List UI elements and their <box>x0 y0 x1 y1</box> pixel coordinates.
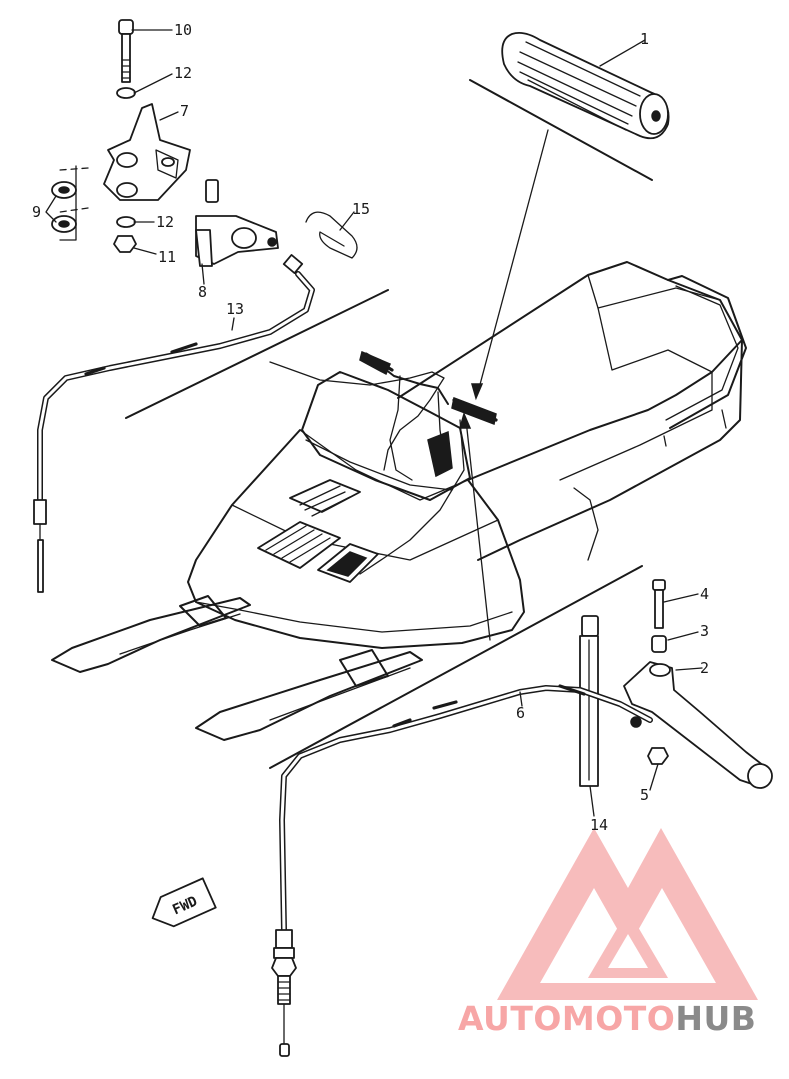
watermark-logo-icon <box>497 828 758 1000</box>
part-bolt-10 <box>118 19 134 83</box>
lever-pointer-line <box>465 419 491 641</box>
hood-vent-left-slats <box>265 525 331 563</box>
lever-pointer-arrow <box>459 411 472 429</box>
left-ski-leg <box>179 595 227 627</box>
right-ski-leg <box>339 649 389 687</box>
callout-10: 10 <box>174 21 192 39</box>
rear-rail-bolt <box>663 409 727 447</box>
part-strap-14 <box>579 615 599 787</box>
callout-14: 14 <box>590 816 608 834</box>
bracket-guide-9 <box>59 165 77 241</box>
part-bracket-7 <box>103 103 191 201</box>
part-collar-3 <box>651 635 667 653</box>
grab-rail-inner <box>665 285 739 421</box>
leader-lines <box>45 29 703 817</box>
callout-8: 8 <box>198 283 207 301</box>
callout-3: 3 <box>700 622 709 640</box>
callout-5: 5 <box>640 786 649 804</box>
callout-13: 13 <box>226 300 244 318</box>
grip-left-body <box>359 350 391 376</box>
bracket-dashed-guide <box>59 167 89 213</box>
right-ski <box>195 651 423 741</box>
hood-cable <box>359 419 465 575</box>
fwd-direction-badge: FWD <box>151 877 217 928</box>
seat-side <box>597 307 713 373</box>
part-lever-2 <box>623 661 773 789</box>
rail-cable <box>573 487 599 561</box>
grip-body <box>501 31 670 140</box>
hood-vent-left <box>257 521 341 569</box>
callout-12-top: 12 <box>174 64 192 82</box>
callout-15: 15 <box>352 200 370 218</box>
part-washer-12-top <box>116 87 136 99</box>
snowmobile <box>51 261 747 741</box>
part-grip <box>501 31 670 140</box>
part-grommets-9 <box>51 181 77 233</box>
dash-panel <box>289 479 361 513</box>
hood-lower-band <box>195 601 513 633</box>
callout-4: 4 <box>700 585 709 603</box>
steering-pad-icon <box>427 430 453 478</box>
seat-ridge <box>587 274 721 309</box>
grip-pointer-arrow <box>471 383 484 401</box>
hood-vent-right-fill <box>326 551 368 577</box>
callout-11: 11 <box>158 248 176 266</box>
watermark-text: AUTOMOTOHUB <box>458 999 756 1038</box>
watermark-text-hub: HUB <box>675 999 757 1038</box>
group-bracket-grip <box>469 79 653 181</box>
part-washer-12-mid <box>116 216 136 228</box>
hood-outline <box>187 429 525 649</box>
group-bracket-lower-right <box>269 565 643 769</box>
windshield-base <box>305 439 453 491</box>
part-bolt-4 <box>652 579 666 629</box>
handlebar <box>375 361 449 405</box>
grip-pointer-line <box>477 129 549 393</box>
dash-vent <box>299 485 351 517</box>
callout-7: 7 <box>180 102 189 120</box>
callout-1: 1 <box>640 30 649 48</box>
callout-12-mid: 12 <box>156 213 174 231</box>
cable-13-run <box>269 361 445 471</box>
callout-9: 9 <box>32 203 41 221</box>
tunnel-outline <box>477 339 743 561</box>
watermark-text-auto: AUTO <box>458 999 562 1038</box>
callout-2: 2 <box>700 659 709 677</box>
part-cable-13 <box>33 254 315 593</box>
grab-rail <box>667 275 747 429</box>
grip-right-body <box>451 396 497 426</box>
right-ski-runner <box>269 667 411 721</box>
part-nut-11 <box>113 235 137 253</box>
grip-ribs <box>517 41 641 131</box>
callout-6: 6 <box>516 704 525 722</box>
group-bracket-upper-left <box>125 289 389 419</box>
grip-end-hole <box>651 110 661 122</box>
watermark-text-moto: MOTO <box>561 999 676 1038</box>
left-ski <box>51 597 251 673</box>
tunnel-edge <box>559 371 713 481</box>
part-clip-15 <box>305 211 358 259</box>
part-clamp-8 <box>195 179 279 267</box>
part-nut-5 <box>647 747 669 765</box>
part-cable-6 <box>271 684 653 1057</box>
